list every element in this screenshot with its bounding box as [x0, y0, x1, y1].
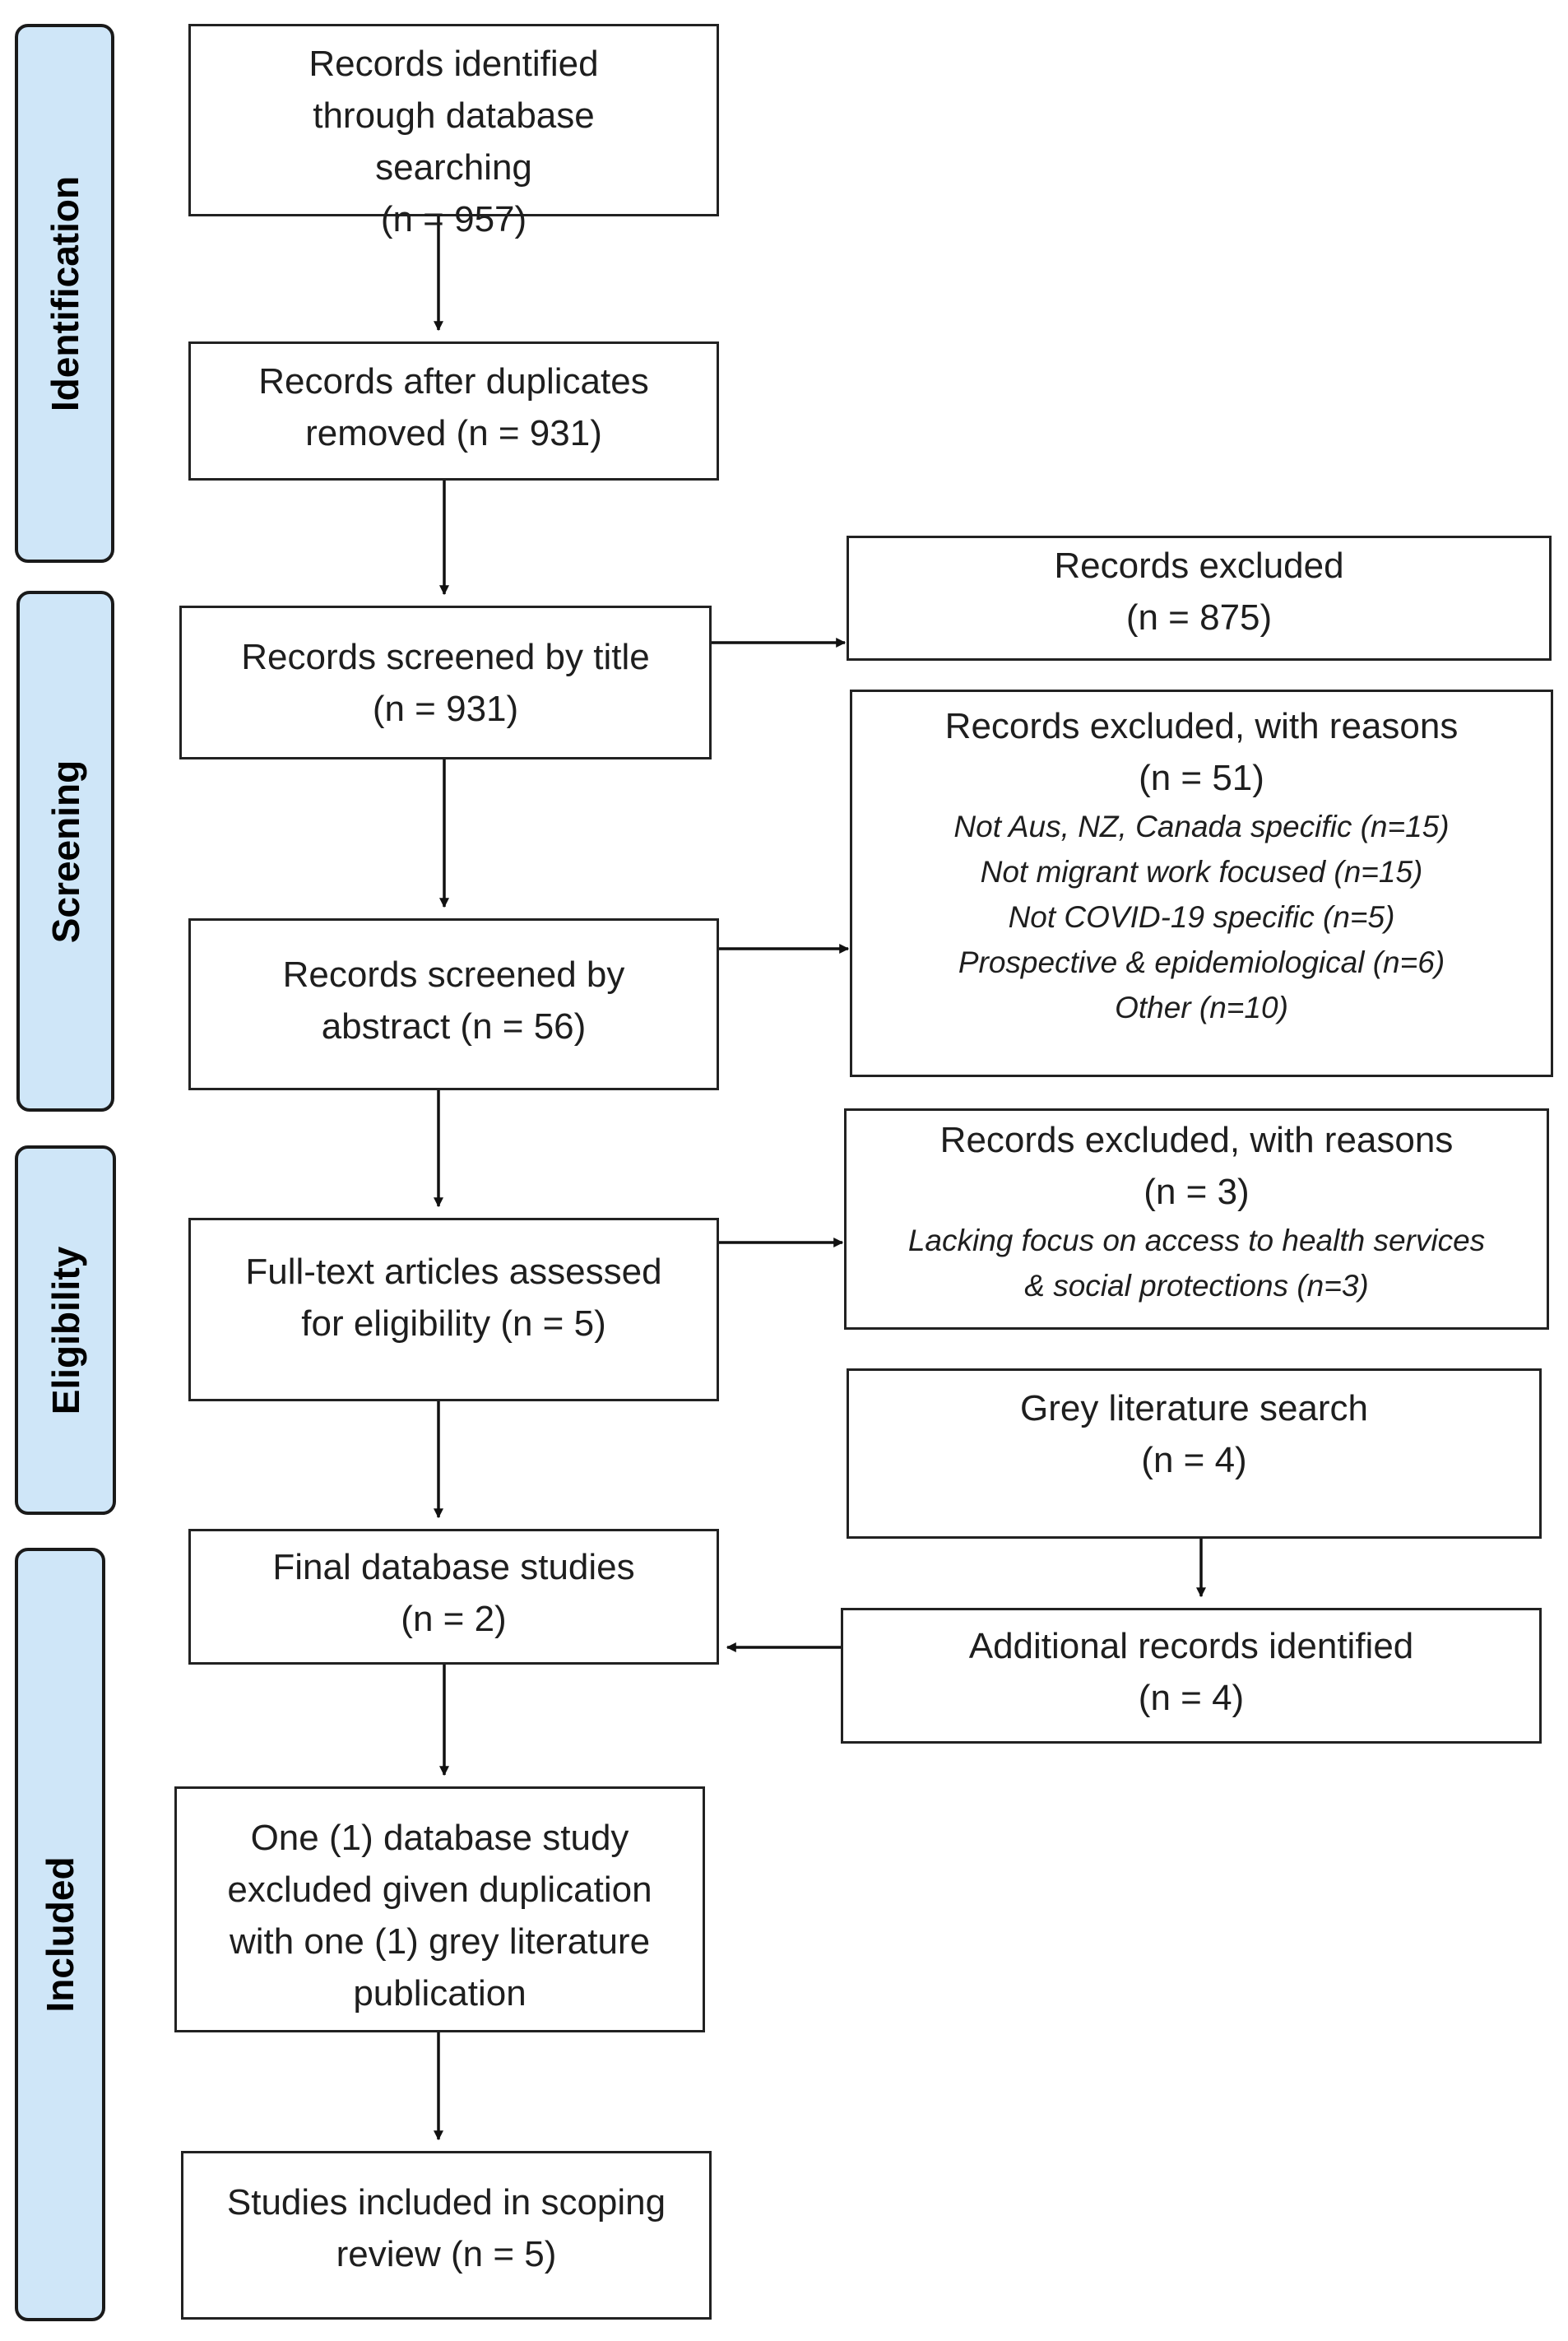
phase-label: Included	[39, 1856, 81, 2013]
phase-label: Identification	[43, 175, 86, 411]
box-title: Final database studies	[272, 1547, 635, 1587]
box-count: (n = 3)	[1144, 1172, 1250, 1212]
screened-title-box: Records screened by title (n = 931)	[179, 606, 712, 759]
after-duplicates-box: Records after duplicates removed (n = 93…	[188, 341, 719, 481]
phase-identification: Identification	[15, 24, 114, 563]
box-title: Records identified through database sear…	[308, 44, 599, 188]
additional-records-box: Additional records identified (n = 4)	[841, 1608, 1542, 1744]
final-database-box: Final database studies (n = 2)	[188, 1529, 719, 1665]
box-title: One (1) database study excluded given du…	[227, 1818, 652, 2014]
box-count: (n = 51)	[1139, 758, 1264, 798]
exclusion-reason: Not COVID-19 specific (n=5)	[1008, 900, 1395, 934]
box-title: Full-text articles assessed for eligibil…	[245, 1252, 662, 1344]
exclusion-reason: & social protections (n=3)	[1024, 1269, 1369, 1303]
exclusion-reason: Other (n=10)	[1115, 991, 1288, 1024]
phase-included: Included	[15, 1548, 105, 2321]
records-identified-box: Records identified through database sear…	[188, 24, 719, 239]
phase-label: Eligibility	[44, 1246, 87, 1414]
box-count: (n = 875)	[1125, 597, 1273, 638]
excluded-fulltext-box: Records excluded, with reasons (n = 3) L…	[844, 1108, 1549, 1330]
excluded-abstract-box: Records excluded, with reasons (n = 51) …	[850, 690, 1553, 1077]
exclusion-reason: Prospective & epidemiological (n=6)	[958, 945, 1445, 979]
excluded-title-box: Records excluded (n = 875)	[847, 536, 1552, 661]
box-count: (n = 931)	[372, 689, 519, 729]
box-count: (n = 4)	[1141, 1440, 1247, 1480]
box-title: Records excluded, with reasons	[944, 706, 1459, 746]
box-count: (n = 2)	[401, 1599, 507, 1639]
box-title: Additional records identified	[968, 1626, 1414, 1666]
full-text-box: Full-text articles assessed for eligibil…	[188, 1218, 719, 1401]
exclusion-reason: Lacking focus on access to health servic…	[907, 1224, 1486, 1257]
box-title: Studies included in scoping review (n = …	[226, 2182, 666, 2274]
studies-included-box: Studies included in scoping review (n = …	[181, 2151, 712, 2320]
exclusion-reason: Not migrant work focused (n=15)	[980, 855, 1423, 889]
box-title: Records excluded	[1054, 546, 1344, 586]
box-title: Records after duplicates removed (n = 93…	[258, 361, 649, 453]
box-title: Records screened by abstract (n = 56)	[282, 955, 625, 1047]
phase-label: Screening	[44, 759, 87, 943]
box-title: Grey literature search	[1019, 1388, 1369, 1428]
box-count: (n = 4)	[1138, 1678, 1245, 1718]
phase-eligibility: Eligibility	[15, 1145, 116, 1515]
phase-screening: Screening	[16, 591, 114, 1112]
box-title: Records screened by title	[241, 637, 650, 677]
box-count: (n = 957)	[380, 199, 527, 239]
exclusion-reason: Not Aus, NZ, Canada specific (n=15)	[953, 810, 1450, 843]
screened-abstract-box: Records screened by abstract (n = 56)	[188, 918, 719, 1090]
box-title: Records excluded, with reasons	[939, 1120, 1454, 1160]
duplication-note-box: One (1) database study excluded given du…	[174, 1786, 705, 2032]
grey-search-box: Grey literature search (n = 4)	[847, 1368, 1542, 1539]
